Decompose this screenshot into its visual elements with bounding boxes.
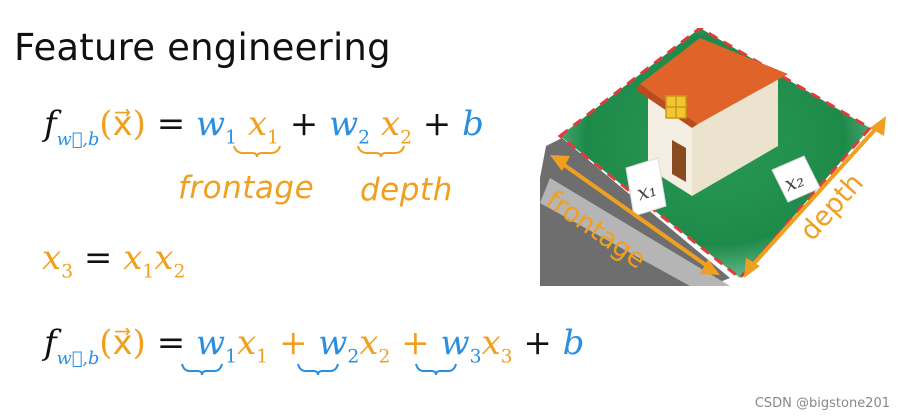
frontage-arrow [550, 155, 720, 275]
feature-x2: x2 [154, 238, 186, 283]
function-subscript: w⃗,b [56, 129, 100, 150]
plus-sign: + [401, 323, 430, 363]
slide-title: Feature engineering [14, 26, 391, 69]
weight-w1: w1 [196, 104, 238, 149]
weight-w2: w2 [318, 323, 360, 368]
equals-sign: = [156, 323, 186, 363]
underbrace-w2 [297, 363, 339, 376]
function-symbol: f [44, 104, 57, 144]
underbrace-w1 [181, 363, 223, 376]
weight-w3: w3 [440, 323, 482, 368]
weight-w1: w1 [196, 323, 238, 368]
underbrace-x2 [357, 145, 405, 158]
depth-arrow [744, 116, 886, 278]
house-lot-illustration: x₁ x₂ frontage depth [540, 28, 886, 286]
door [672, 140, 686, 182]
feature-x1: x1 [237, 323, 269, 368]
model-equation-1: fw⃗,b(x⃗) = w1 x1 + w2 x2 + b [44, 104, 484, 150]
bias-b: b [462, 104, 484, 144]
feature-x3: x3 [42, 238, 74, 283]
feature-x3-definition: x3 = x1x2 [42, 238, 185, 282]
underbrace-w3 [415, 363, 457, 376]
underbrace-x1 [233, 145, 281, 158]
equals-sign: = [83, 238, 113, 278]
function-argument: (x⃗) [99, 323, 146, 363]
plus-sign: + [523, 323, 552, 363]
function-subscript: w⃗,b [56, 348, 100, 369]
function-symbol: f [44, 323, 57, 363]
frontage-annotation: frontage [178, 170, 315, 206]
feature-x1: x1 [123, 238, 155, 283]
house-side-wall [692, 68, 778, 196]
weight-w2: w2 [329, 104, 371, 149]
plus-sign: + [289, 104, 319, 144]
feature-x3: x3 [481, 323, 513, 368]
feature-x2: x2 [359, 323, 391, 368]
model-equation-2: fw⃗,b(x⃗) = w1x1 + w2x2 + w3x3 + b [44, 323, 584, 369]
watermark: CSDN @bigstone201 [754, 396, 890, 411]
plus-sign: + [278, 323, 308, 363]
plus-sign: + [422, 104, 452, 144]
depth-annotation: depth [360, 172, 453, 208]
equals-sign: = [156, 104, 186, 144]
sign-x1 [625, 157, 667, 217]
feature-x2: x2 [380, 104, 412, 149]
feature-x1: x1 [247, 104, 279, 149]
bias-b: b [562, 323, 585, 363]
function-argument: (x⃗) [99, 104, 146, 144]
